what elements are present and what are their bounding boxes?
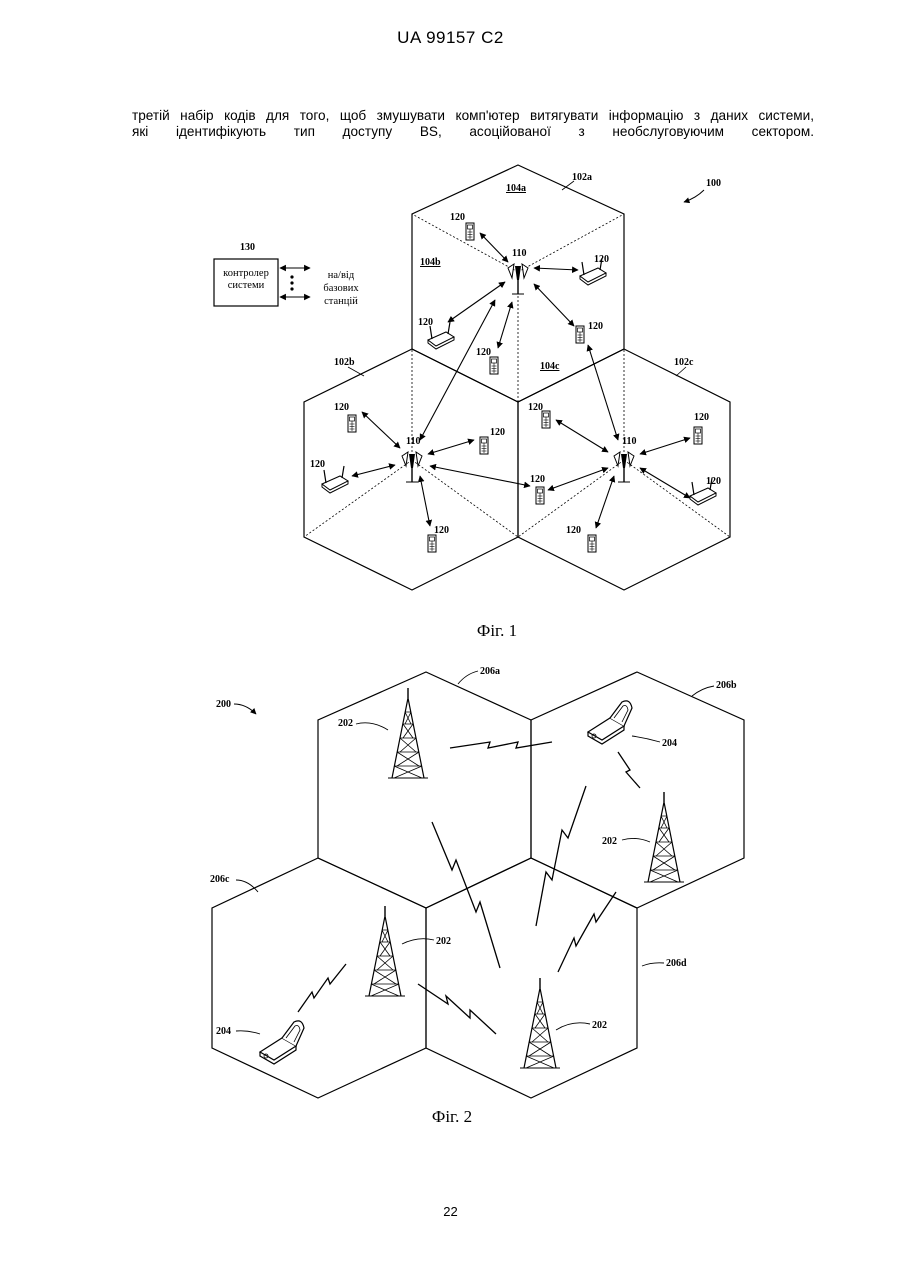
mobile-terminal-icon: [576, 326, 584, 343]
cell-102b: [304, 349, 518, 590]
label-120: 120: [594, 254, 609, 265]
label-130: 130: [240, 242, 255, 253]
label-120: 120: [334, 402, 349, 413]
label-202: 202: [592, 1020, 607, 1031]
label-102c: 102c: [674, 357, 694, 368]
label-202: 202: [436, 936, 451, 947]
controller-label-line-1: контролер: [223, 268, 269, 279]
wireless-router-icon: [322, 466, 348, 493]
mobile-phone-icon: [588, 701, 632, 744]
label-110: 110: [512, 248, 526, 259]
label-120: 120: [418, 317, 433, 328]
label-104b: 104b: [420, 257, 441, 268]
page-number: 22: [0, 1204, 901, 1219]
label-204: 204: [662, 738, 677, 749]
label-110: 110: [622, 436, 636, 447]
label-200: 200: [216, 699, 231, 710]
label-120: 120: [566, 525, 581, 536]
base-station-icon: [614, 452, 634, 482]
label-206d: 206d: [666, 958, 687, 969]
label-102b: 102b: [334, 357, 355, 368]
label-120: 120: [706, 476, 721, 487]
mobile-terminal-icon: [466, 223, 474, 240]
label-120: 120: [530, 474, 545, 485]
figure-2: 200 206a 206b 206c 206d 202 202 202 202 …: [210, 666, 744, 1126]
controller-label-line-2: системи: [228, 280, 265, 291]
mobile-terminal-icon: [490, 357, 498, 374]
figure-1: 102a 102b 102c 104a 104b 104c 100 110 11…: [214, 165, 730, 640]
label-120: 120: [490, 427, 505, 438]
cell-tower-icon: [644, 792, 684, 882]
cell-206c: [212, 858, 426, 1098]
cell-tower-icon: [365, 906, 405, 996]
figure-2-caption: Фіг. 2: [432, 1107, 472, 1126]
label-202: 202: [338, 718, 353, 729]
mobile-phone-icon: [260, 1021, 304, 1064]
label-104a: 104a: [506, 183, 526, 194]
label-202: 202: [602, 836, 617, 847]
cell-tower-icon: [388, 688, 428, 778]
cell-206d: [426, 858, 637, 1098]
label-100: 100: [706, 178, 721, 189]
label-204: 204: [216, 1026, 231, 1037]
label-120: 120: [450, 212, 465, 223]
figure-1-caption: Фіг. 1: [477, 621, 517, 640]
mobile-terminal-icon: [542, 411, 550, 428]
label-120: 120: [694, 412, 709, 423]
label-104c: 104c: [540, 361, 560, 372]
label-120: 120: [528, 402, 543, 413]
base-station-icon: [402, 452, 422, 482]
to-from-label-line-2: базових: [323, 283, 359, 294]
label-206a: 206a: [480, 666, 500, 677]
label-120: 120: [588, 321, 603, 332]
mobile-terminal-icon: [428, 535, 436, 552]
base-station-icon: [508, 264, 528, 294]
to-from-label-line-3: станцій: [324, 296, 358, 307]
label-120: 120: [310, 459, 325, 470]
mobile-terminal-icon: [480, 437, 488, 454]
label-120: 120: [434, 525, 449, 536]
link-arrows: [352, 233, 690, 528]
label-120: 120: [476, 347, 491, 358]
mobile-terminal-icon: [694, 427, 702, 444]
label-102a: 102a: [572, 172, 592, 183]
sector-lines: [304, 214, 730, 537]
to-from-label-line-1: на/від: [328, 270, 355, 281]
mobile-terminal-icon: [588, 535, 596, 552]
label-206c: 206c: [210, 874, 230, 885]
mobile-terminal-icon: [348, 415, 356, 432]
label-206b: 206b: [716, 680, 737, 691]
label-110: 110: [406, 436, 420, 447]
mobile-terminal-icon: [536, 487, 544, 504]
cell-tower-icon: [520, 978, 560, 1068]
